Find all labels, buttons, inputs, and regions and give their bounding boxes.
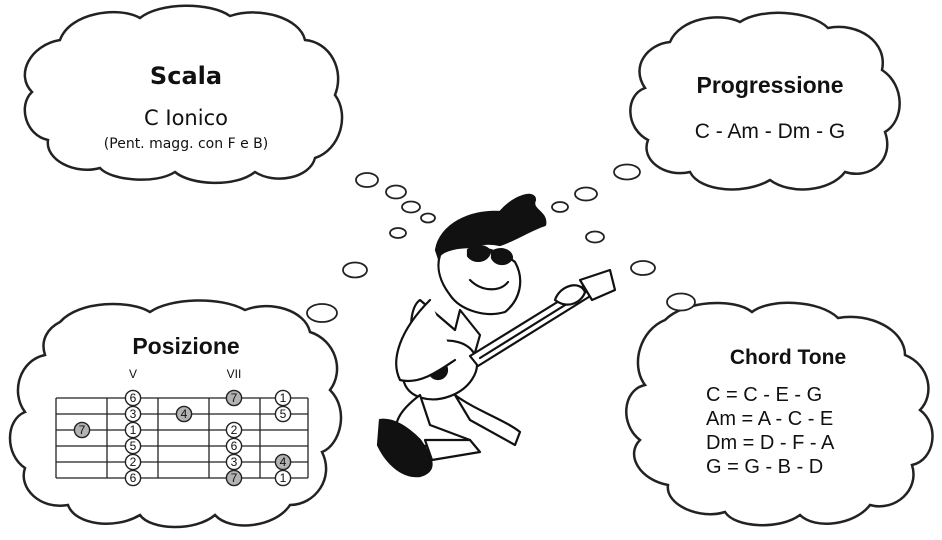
note-degree-label: 7 [231, 471, 238, 485]
scala-note: (Pent. magg. con F e B) [103, 136, 269, 152]
note-marker [274, 389, 292, 407]
fretboard: 6 3 1 5 2 6 7 4 7 2 6 3 7 1 5 4 1 [55, 389, 309, 487]
note-marker [124, 421, 142, 439]
chord-tone-line: Dm = D - F - A [706, 432, 835, 454]
note-degree-label: 3 [130, 407, 137, 421]
note-marker [124, 469, 142, 487]
note-degree-label: 1 [280, 391, 287, 405]
chord-tone-line: Am = A - C - E [706, 408, 834, 430]
thought-bubbles [306, 163, 696, 323]
note-marker [274, 405, 292, 423]
scala-title: Scala [149, 62, 223, 90]
scala-name: C Ionico [144, 106, 228, 130]
note-marker [274, 469, 292, 487]
note-marker [124, 389, 142, 407]
chord-tone-line: C = C - E - G [706, 384, 823, 406]
chord-tone-cloud [625, 301, 934, 527]
note-marker [225, 469, 243, 487]
note-degree-label: 4 [181, 407, 188, 421]
note-degree-label: 6 [130, 471, 137, 485]
guitarist-illustration [376, 193, 617, 478]
note-degree-label: 3 [231, 455, 238, 469]
note-degree-label: 7 [231, 391, 238, 405]
progressione-chords: C - Am - Dm - G [694, 120, 846, 143]
note-degree-label: 2 [130, 455, 137, 469]
note-degree-label: 5 [130, 439, 137, 453]
note-marker [225, 421, 243, 439]
note-degree-label: 2 [231, 423, 238, 437]
progressione-title: Progressione [696, 72, 844, 98]
note-degree-label: 4 [280, 455, 287, 469]
note-degree-label: 5 [280, 407, 287, 421]
note-marker [175, 405, 193, 423]
scala-cloud [23, 4, 344, 185]
note-marker [124, 437, 142, 455]
note-marker [225, 453, 243, 471]
note-marker [225, 389, 243, 407]
note-marker [274, 453, 292, 471]
chord-tone-title: Chord Tone [729, 346, 847, 369]
fret-label-vii: VII [226, 367, 242, 381]
note-marker [225, 437, 243, 455]
note-marker [73, 421, 91, 439]
note-marker [124, 405, 142, 423]
note-degree-label: 1 [130, 423, 137, 437]
note-degree-label: 6 [130, 391, 137, 405]
progressione-cloud [629, 11, 901, 191]
note-degree-label: 1 [280, 471, 287, 485]
chord-tone-line: G = G - B - D [706, 456, 824, 478]
note-degree-label: 7 [79, 423, 86, 437]
fret-label-v: V [128, 367, 138, 381]
note-marker [124, 453, 142, 471]
note-degree-label: 6 [231, 439, 238, 453]
posizione-title: Posizione [132, 333, 240, 359]
